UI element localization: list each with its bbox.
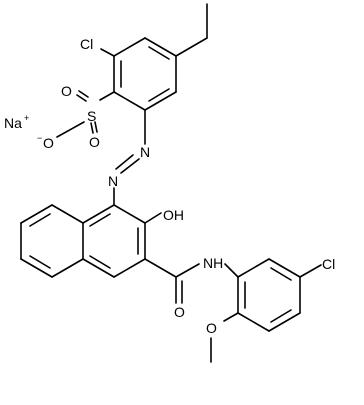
bond — [223, 312, 239, 322]
bond — [270, 309, 292, 323]
atom-label-o: O — [206, 320, 217, 336]
bond — [115, 154, 134, 170]
charge-plus: + — [24, 113, 29, 123]
bond — [29, 255, 51, 269]
bond — [144, 258, 177, 278]
atom-label-o: O — [43, 135, 54, 151]
bond — [94, 121, 98, 133]
bond — [113, 204, 146, 224]
bond — [82, 204, 115, 224]
bond — [113, 91, 146, 111]
bond — [144, 212, 162, 224]
bond — [89, 255, 111, 269]
atom-label-o: O — [174, 304, 185, 320]
bond — [78, 90, 89, 98]
atom-label-s: S — [87, 108, 96, 124]
bond — [113, 258, 146, 278]
atom-label-nh: NH — [203, 255, 223, 271]
bond — [175, 37, 208, 57]
bond — [270, 267, 292, 281]
bond — [268, 312, 301, 332]
bond — [51, 258, 84, 278]
bond — [82, 258, 115, 278]
bond — [144, 37, 177, 57]
atom-label-o: O — [61, 83, 72, 99]
bond — [89, 213, 111, 227]
bond — [148, 46, 170, 60]
bond — [144, 91, 177, 111]
bond — [224, 263, 239, 278]
charge-minus: − — [37, 133, 42, 143]
bond — [120, 158, 140, 174]
bond — [237, 258, 270, 278]
atom-label-cl: Cl — [322, 256, 335, 272]
bond — [56, 121, 85, 138]
bond — [100, 48, 115, 57]
atom-label-layer: Cl S O O O − Na + N N OH NH O Cl O — [4, 36, 335, 336]
bond-layer — [20, 3, 322, 363]
bond — [175, 263, 200, 278]
bond — [90, 122, 94, 134]
bond — [51, 204, 84, 224]
bond — [299, 264, 322, 278]
bond — [99, 91, 115, 101]
bond — [76, 94, 87, 102]
bond — [148, 88, 170, 102]
bond — [113, 37, 146, 57]
atom-label-cl: Cl — [80, 36, 93, 52]
atom-label-n: N — [108, 173, 118, 189]
atom-label-na: Na — [4, 115, 22, 131]
atom-label-oh: OH — [163, 207, 184, 223]
bond — [237, 312, 270, 332]
bond — [20, 258, 53, 278]
bond — [268, 258, 301, 278]
atom-label-o: O — [89, 134, 100, 150]
atom-label-n: N — [140, 144, 150, 160]
bond — [29, 213, 51, 227]
bond — [20, 204, 53, 224]
